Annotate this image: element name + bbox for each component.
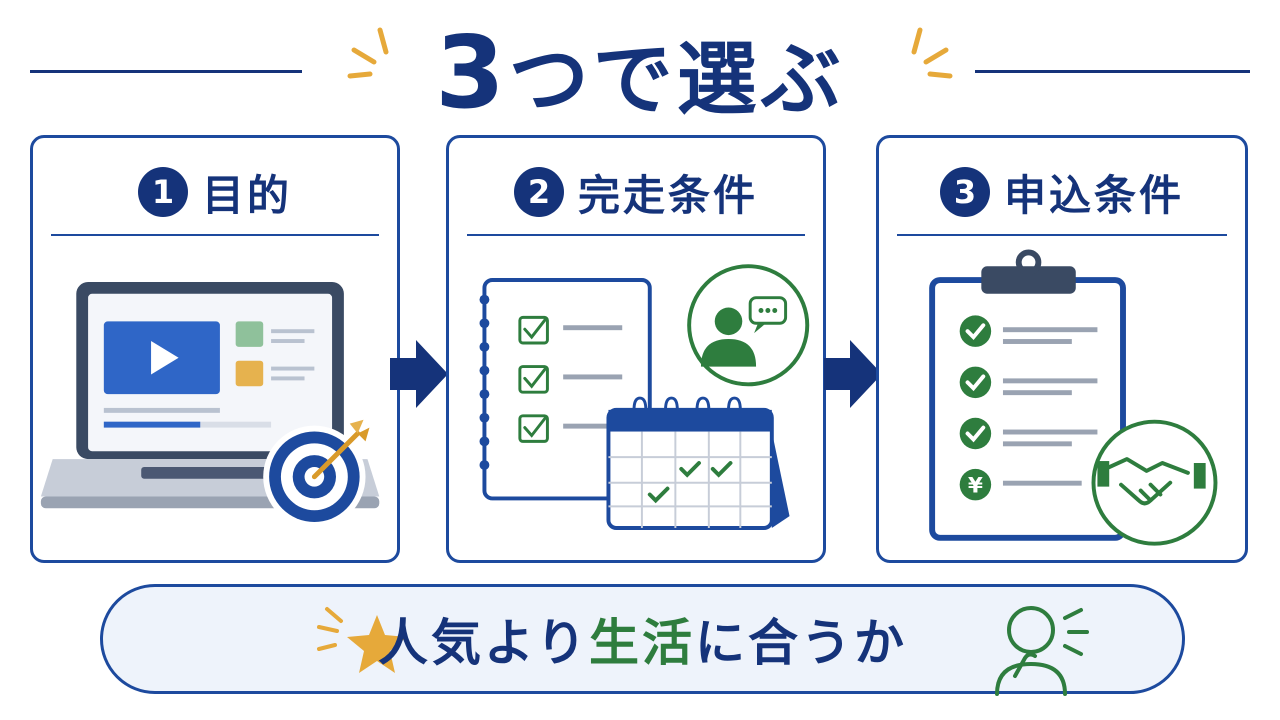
step-number-badge: 3 <box>939 167 990 217</box>
card-divider <box>51 234 379 236</box>
arrow-right-icon <box>390 340 448 408</box>
svg-text:¥: ¥ <box>968 474 983 499</box>
step-card-2: 2 完走条件 <box>446 135 826 563</box>
page-title: 3つで選ぶ <box>0 18 1280 135</box>
sparkle-icon <box>911 27 953 79</box>
clipboard-yen-handshake-icon: ¥ <box>929 249 1218 546</box>
step-number-badge: 2 <box>513 167 564 217</box>
step-title: 申込条件 <box>1003 170 1184 220</box>
checklist-calendar-consultation-icon <box>479 264 810 530</box>
step-card-header: 3 申込条件 <box>879 162 1245 222</box>
step-card-1: 1 目的 <box>30 135 400 563</box>
card-divider <box>467 234 805 236</box>
step-number-badge: 1 <box>137 167 188 217</box>
title-rule-right <box>975 70 1250 73</box>
conclusion-part-3: に合うか <box>695 614 907 672</box>
arrow-right-icon <box>824 340 882 408</box>
title-area: 3つで選ぶ <box>0 0 1280 130</box>
conclusion-part-1: 人気より <box>378 614 589 672</box>
title-number: 3 <box>435 14 509 131</box>
star-icon <box>317 607 407 673</box>
thinking-person-icon <box>995 606 1089 696</box>
conclusion-highlight: 生活 <box>589 614 695 672</box>
step-card-header: 1 目的 <box>33 162 397 222</box>
step-title: 目的 <box>201 170 292 220</box>
step-card-3: 3 申込条件 ¥ <box>876 135 1248 563</box>
sparkle-icon <box>347 27 389 79</box>
title-text: つで選ぶ <box>508 33 845 126</box>
step-card-header: 2 完走条件 <box>449 162 823 222</box>
card-divider <box>897 234 1227 236</box>
step-title: 完走条件 <box>577 170 758 220</box>
laptop-video-target-icon <box>40 281 380 528</box>
title-rule-left <box>30 70 302 73</box>
conclusion-text: 人気より生活に合うか <box>103 587 1182 691</box>
